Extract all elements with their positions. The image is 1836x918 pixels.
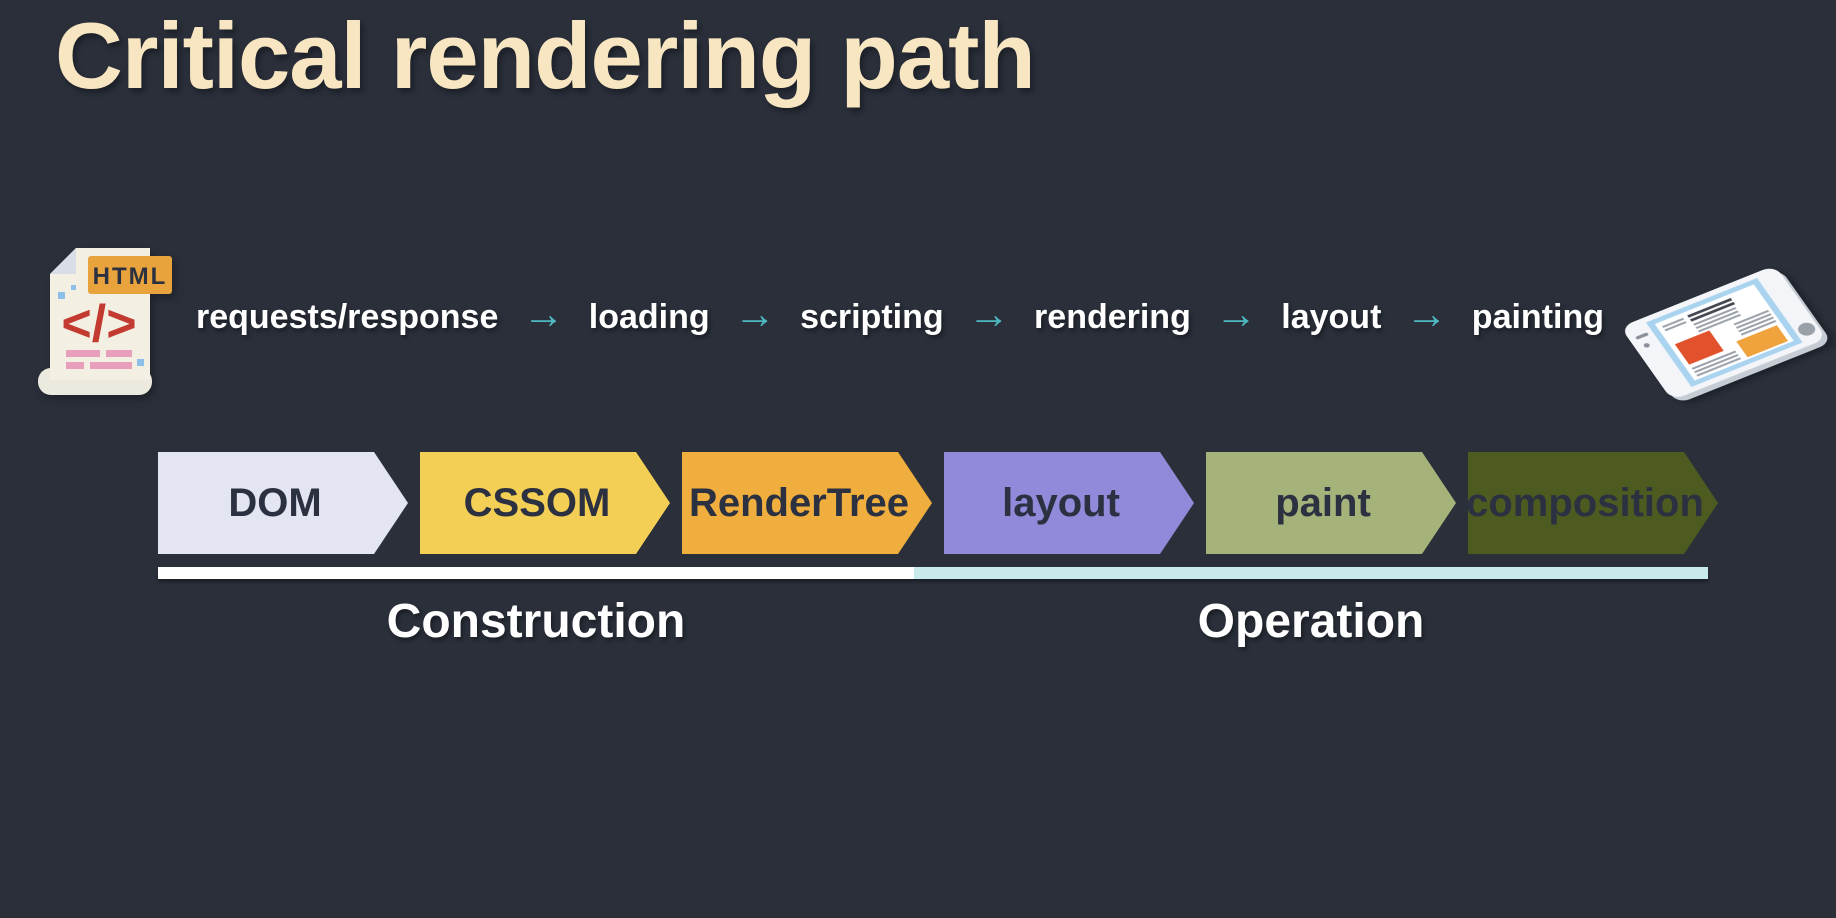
flow-step-requests-response: requests/response xyxy=(196,297,499,336)
code-icon: </> xyxy=(61,295,136,353)
paper-text-lines xyxy=(66,350,132,369)
paper-fold xyxy=(50,248,76,274)
construction-label: Construction xyxy=(386,595,686,648)
stage-rendertree: RenderTree xyxy=(682,452,932,554)
stage-paint-label: paint xyxy=(1275,480,1371,525)
stage-layout-label: layout xyxy=(1002,480,1120,525)
device-home-button xyxy=(1798,322,1816,336)
flow-step-painting: painting xyxy=(1471,297,1604,336)
flow-step-loading: loading xyxy=(588,297,710,336)
html-badge-label: HTML xyxy=(93,263,168,290)
flow-step-scripting: scripting xyxy=(800,297,944,336)
timeline-labels: Construction Operation xyxy=(158,594,1708,649)
arrow-right-icon: → xyxy=(522,290,565,337)
stage-cssom: CSSOM xyxy=(420,452,670,554)
stage-composition-label: composition xyxy=(1466,480,1704,525)
flow-step-rendering: rendering xyxy=(1034,297,1191,336)
html-badge xyxy=(88,256,172,294)
stage-layout: layout xyxy=(944,452,1194,554)
arrow-right-icon: → xyxy=(1215,290,1258,337)
arrow-right-icon: → xyxy=(1405,290,1448,337)
page-title: Critical rendering path xyxy=(55,3,1036,108)
tablet-device-icon xyxy=(1625,268,1828,401)
page-red-block xyxy=(1674,330,1724,365)
stage-dom-label: DOM xyxy=(228,480,322,525)
arrow-right-icon: → xyxy=(733,290,776,337)
html-file-icon: HTML </> xyxy=(38,248,172,395)
page-heading-lines xyxy=(1687,297,1736,322)
device-camera xyxy=(1643,343,1650,348)
device-speaker xyxy=(1635,332,1649,340)
flow-step-layout: layout xyxy=(1281,297,1382,336)
operation-line xyxy=(914,567,1708,579)
browser-flow: requests/response → loading → scripting … xyxy=(196,272,1604,362)
arrow-right-icon: → xyxy=(967,290,1010,337)
construction-line xyxy=(158,567,914,579)
timeline-bar xyxy=(158,567,1708,579)
operation-label: Operation xyxy=(1197,595,1425,648)
page-text-lines xyxy=(1662,307,1777,377)
stage-paint: paint xyxy=(1206,452,1456,554)
pipeline-stages: DOM CSSOM RenderTree layout paint compos… xyxy=(158,452,1718,554)
stage-rendertree-label: RenderTree xyxy=(688,480,910,525)
stage-dom: DOM xyxy=(158,452,408,554)
page-orange-block xyxy=(1736,325,1789,358)
stage-cssom-label: CSSOM xyxy=(463,480,611,525)
paper-dots xyxy=(58,285,144,366)
stage-composition: composition xyxy=(1468,452,1718,554)
